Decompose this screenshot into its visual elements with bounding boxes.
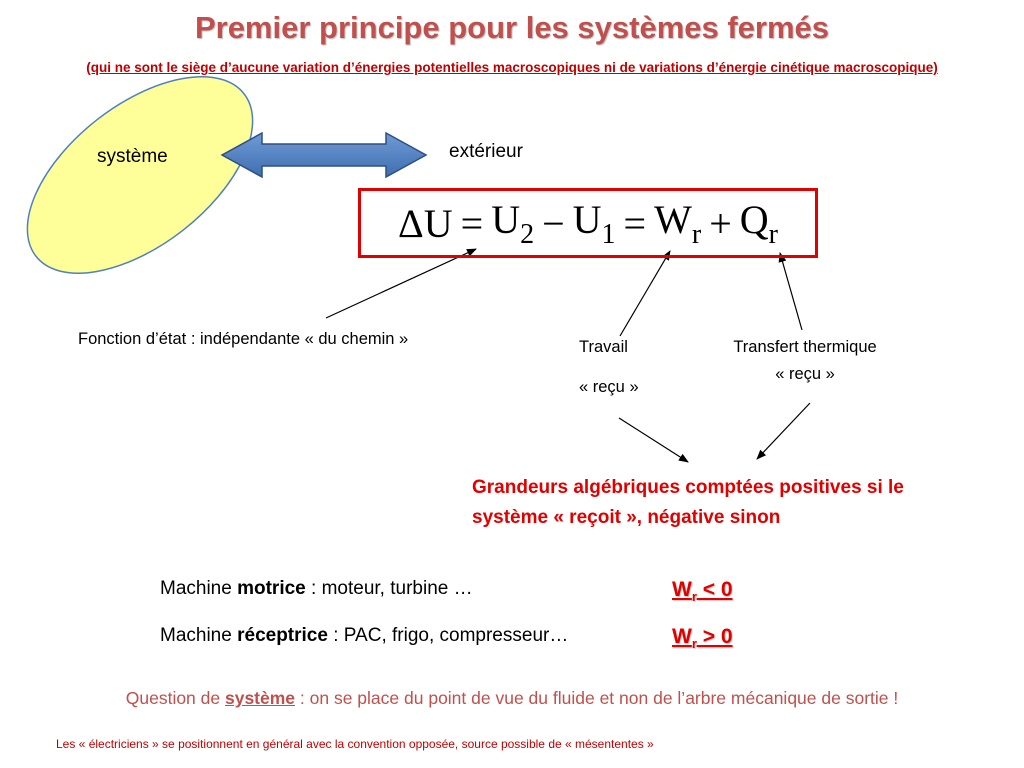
work-to-sign-arrow [618, 417, 689, 463]
heat-to-sign-arrow [756, 402, 811, 460]
u-initial: U1 [572, 196, 616, 250]
heat-term: Qr [739, 196, 778, 250]
minus-sign: − [542, 200, 565, 246]
equals-sign: = [460, 200, 484, 246]
heat-label: Transfert thermique [733, 338, 877, 356]
exchange-double-arrow [220, 131, 428, 179]
work-received-label: « reçu » [579, 378, 639, 396]
receiver-machine-line: Machine réceptrice : PAC, frigo, compres… [160, 625, 569, 646]
delta-u: ΔU [398, 200, 453, 246]
u-final: U2 [491, 196, 535, 250]
work-pointer [619, 250, 671, 337]
system-question: Question de système : on se place du poi… [125, 688, 899, 708]
state-function-pointer [325, 248, 477, 319]
equals-sign-2: = [623, 200, 647, 246]
page-title: Premier principe pour les systèmes fermé… [194, 10, 830, 45]
plus-sign: + [709, 200, 732, 246]
receiver-condition: Wr > 0 [672, 625, 733, 652]
work-label: Travail [579, 338, 628, 356]
footnote: Les « électriciens » se positionnent en … [56, 737, 654, 751]
sign-convention-text: Grandeurs algébriques comptées positives… [472, 477, 904, 528]
motor-machine-line: Machine motrice : moteur, turbine … [160, 578, 473, 599]
motor-condition: Wr < 0 [672, 578, 733, 605]
page-subtitle: (qui ne sont le siège d’aucune variation… [86, 60, 938, 75]
exterior-label: extérieur [449, 141, 523, 162]
system-label: système [97, 146, 168, 167]
heat-received-label: « reçu » [775, 365, 835, 383]
system-ellipse [26, 76, 254, 274]
work-term: Wr [654, 196, 702, 250]
heat-pointer [778, 252, 803, 331]
state-function-label: Fonction d’état : indépendante « du chem… [78, 330, 409, 348]
first-law-equation: ΔU = U2 − U1 = Wr + Qr [358, 188, 818, 258]
